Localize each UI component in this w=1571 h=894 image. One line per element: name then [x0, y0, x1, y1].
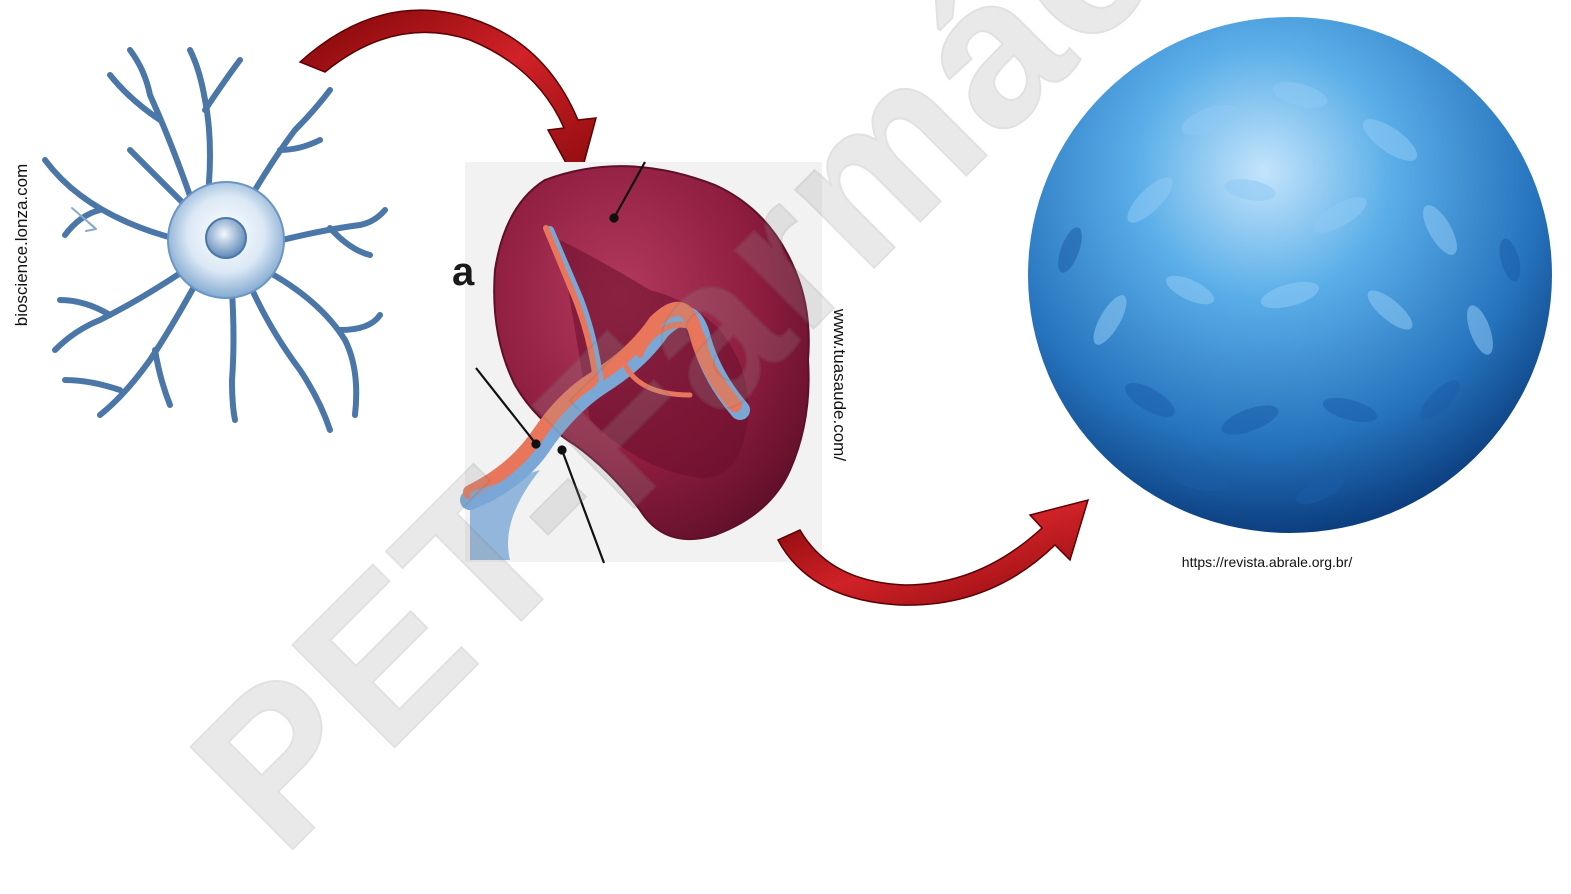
credit-spleen: www.tuasaude.com/: [829, 309, 849, 461]
dendritic-cell-icon: [45, 50, 385, 430]
curved-arrow-icon: [300, 10, 596, 185]
credit-dendritic-cell: bioscience.lonza.com: [12, 164, 32, 327]
lymphocyte-icon: [1028, 17, 1552, 533]
spleen-icon: [465, 162, 822, 563]
spleen-label-letter: a: [452, 250, 474, 295]
curved-arrow-icon: [778, 500, 1088, 605]
credit-lymphocyte: https://revista.abrale.org.br/: [1182, 554, 1352, 570]
diagram-canvas: [0, 0, 1571, 613]
